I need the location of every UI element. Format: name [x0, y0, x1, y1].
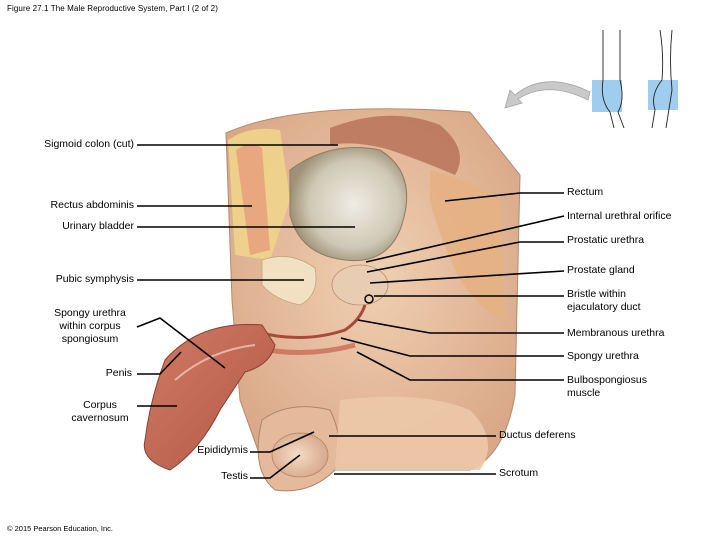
- urethra-tract: [249, 304, 367, 339]
- label-corpus-cavernosum: Corpus cavernosum: [60, 399, 140, 425]
- leader-epididymis: [250, 431, 315, 453]
- label-prostatic-urethra: Prostatic urethra: [567, 234, 645, 246]
- copyright: © 2015 Pearson Education, Inc.: [7, 524, 114, 533]
- leader-internal-urethral-orifice: [365, 215, 565, 263]
- label-line: ejaculatory duct: [567, 301, 641, 313]
- label-urinary-bladder: Urinary bladder: [62, 220, 134, 232]
- label-bristle-ejaculatory-duct: Bristle within ejaculatory duct: [567, 288, 641, 314]
- label-line: within corpus: [59, 320, 121, 332]
- leader-testis: [250, 454, 301, 479]
- label-line: Bulbospongiosus: [567, 374, 647, 386]
- sigmoid-colon-region: [330, 115, 460, 175]
- label-line: Corpus: [83, 399, 117, 411]
- penis-region: [143, 323, 276, 471]
- label-ductus-deferens: Ductus deferens: [499, 429, 576, 441]
- leader-prostatic-urethra: [366, 241, 564, 273]
- leader-spongy-urethra-corpus: [136, 317, 226, 369]
- orientation-inset: [504, 29, 678, 129]
- thigh-region: [335, 396, 488, 470]
- label-spongy-urethra-corpus: Spongy urethra within corpus spongiosum: [40, 307, 140, 346]
- leader-membranous-urethra: [357, 319, 564, 334]
- label-internal-urethral-orifice: Internal urethral orifice: [567, 210, 672, 222]
- label-spongy-urethra: Spongy urethra: [567, 350, 639, 362]
- label-rectum: Rectum: [567, 186, 604, 198]
- inset-figure-side: [651, 29, 673, 129]
- inset-figure-front: [601, 30, 625, 129]
- label-line: muscle: [567, 387, 601, 399]
- bristle-marker: [364, 294, 374, 304]
- leader-prostate-gland: [369, 270, 565, 284]
- leader-penis: [137, 351, 182, 375]
- label-prostate-gland: Prostate gland: [567, 264, 635, 276]
- label-line: Spongy urethra: [54, 307, 126, 319]
- label-line: spongiosum: [61, 333, 119, 345]
- label-scrotum: Scrotum: [499, 467, 539, 479]
- leader-rectum: [444, 192, 564, 202]
- label-testis: Testis: [221, 470, 248, 482]
- label-membranous-urethra: Membranous urethra: [567, 327, 665, 339]
- prostate-region: [331, 264, 389, 306]
- inset-arrow: [504, 81, 591, 109]
- bladder-cavity: [289, 147, 408, 262]
- rectum-region: [430, 170, 505, 320]
- label-line: Bristle within: [567, 288, 626, 300]
- label-pubic-symphysis: Pubic symphysis: [55, 273, 134, 285]
- label-penis: Penis: [105, 367, 132, 379]
- label-line: cavernosum: [71, 412, 129, 424]
- leader-spongy-urethra: [340, 337, 564, 357]
- leader-bulbospongiosus: [356, 351, 564, 381]
- inset-plane-side: [648, 80, 678, 110]
- figure-title: Figure 27.1 The Male Reproductive System…: [7, 4, 218, 13]
- label-sigmoid-colon: Sigmoid colon (cut): [44, 138, 134, 150]
- inset-plane-front: [592, 80, 622, 112]
- label-bulbospongiosus-muscle: Bulbospongiosus muscle: [567, 374, 647, 400]
- label-rectus-abdominis: Rectus abdominis: [50, 199, 134, 211]
- label-epididymis: Epididymis: [197, 444, 248, 456]
